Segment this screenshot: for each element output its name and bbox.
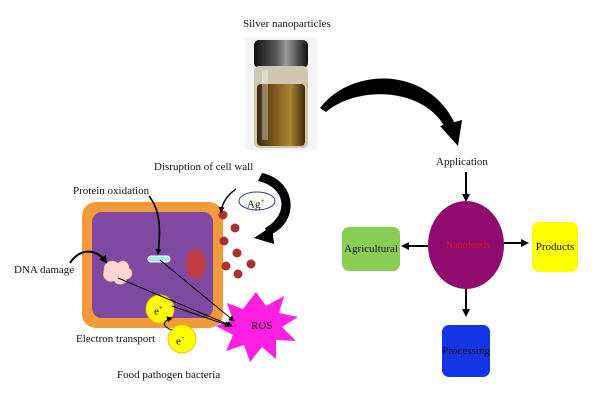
arrow-protein-to-ros (159, 259, 235, 322)
label-nanofoods: Nanofoods (446, 240, 490, 251)
label-application: Application (436, 156, 488, 168)
arrow-dna-to-ros (117, 277, 233, 327)
label-ros: ROS (251, 320, 273, 332)
electron-plus (145, 294, 175, 324)
title-silver-nanoparticles: Silver nanoparticles (243, 18, 331, 30)
label-electron-minus: e− (176, 334, 185, 348)
label-food-pathogen-bacteria: Food pathogen bacteria (117, 369, 221, 381)
curved-arrow-disruption (258, 173, 291, 236)
dna-blob (102, 260, 133, 285)
membrane-damage (186, 249, 206, 279)
arrow-protein-oxidation (148, 195, 162, 255)
box-products: Products (532, 222, 578, 272)
label-electron-plus: e+ (154, 304, 163, 318)
ag-ion-ellipse (238, 191, 276, 211)
arrow-electron-to-ros (171, 305, 231, 328)
protein-bar (147, 255, 171, 263)
nanofoods-circle (428, 201, 504, 289)
arrow-dna-damage (69, 250, 108, 264)
arrow-electron-transport (164, 316, 173, 331)
bacteria-cell (82, 202, 223, 328)
box-agricultural: Agricultural (342, 227, 400, 271)
jar-liquid (257, 84, 305, 146)
cytoplasm (92, 212, 213, 318)
ros-burst (216, 292, 298, 362)
label-ag-ion: Ag+ (247, 197, 265, 211)
arrow-ag-to-cell (218, 188, 237, 213)
jar-cap (254, 40, 308, 68)
box-processing: Processing (442, 325, 490, 377)
curved-arrow-application (320, 78, 456, 129)
electron-minus (167, 324, 197, 354)
silver-nanoparticles-jar (245, 38, 317, 150)
label-electron-transport: Electron transport (76, 333, 156, 345)
silver-particles (218, 210, 256, 279)
label-protein-oxidation: Protein oxidation (73, 185, 150, 197)
label-disruption-of-cell-wall: Disruption of cell wall (154, 161, 254, 173)
label-dna-damage: DNA damage (14, 264, 75, 276)
